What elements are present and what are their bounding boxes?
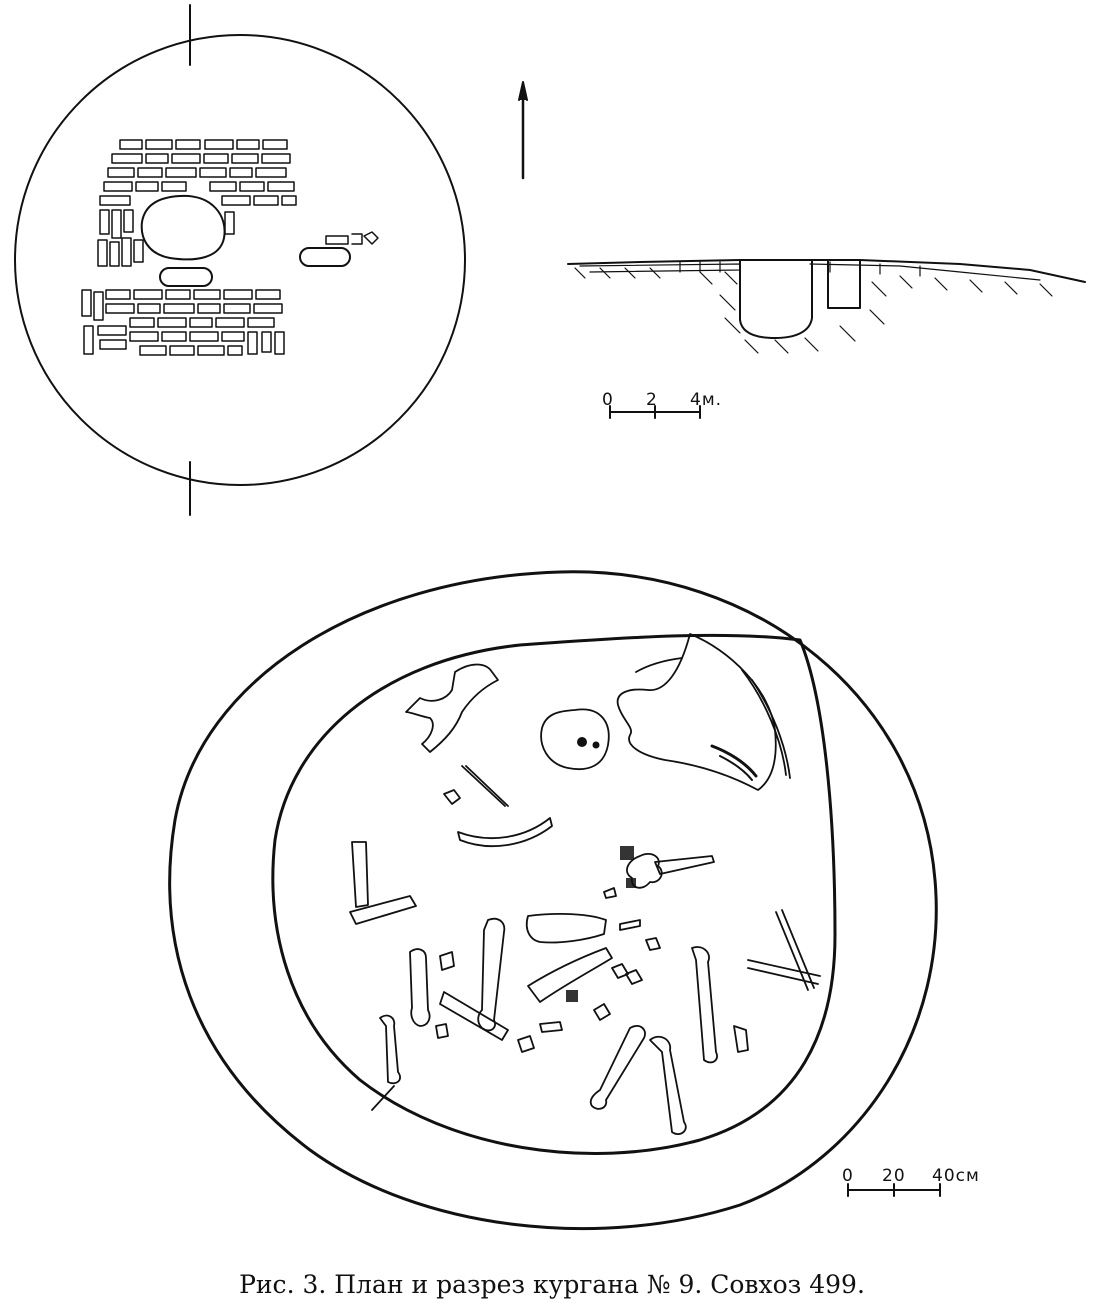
animal-skull <box>616 633 777 791</box>
rib-2 <box>465 765 509 807</box>
bone-lower-right <box>649 1035 687 1135</box>
fragment-small-1 <box>443 789 461 805</box>
section-scale-tick-4: 4м. <box>690 390 723 410</box>
bone-lower-diagonal <box>589 1025 646 1110</box>
fragment-small-3 <box>611 963 629 979</box>
pit-east <box>299 247 351 267</box>
skull <box>540 708 610 770</box>
fragment-small-12 <box>539 1021 563 1033</box>
burial-scale-tick-40: 40см <box>932 1166 980 1186</box>
skeletal-remains <box>349 633 821 1135</box>
bone-crossed-1 <box>775 911 809 991</box>
pelvis-fragment <box>405 663 499 753</box>
burial-pit-small <box>159 267 213 287</box>
fragment-small-5 <box>593 1003 611 1021</box>
burial-scale-tick-0: 0 <box>842 1166 854 1186</box>
bone-crossed-1b <box>781 909 815 989</box>
bone-center-right <box>654 855 715 875</box>
pit-inner-outline <box>271 633 837 1155</box>
femur-center <box>477 917 506 1032</box>
soil-hatching <box>574 267 1053 354</box>
bone-vertical-left <box>351 841 369 908</box>
burial-scale-tick-20: 20 <box>882 1166 906 1186</box>
kurgan-outline <box>14 34 466 486</box>
north-arrow-icon <box>518 81 528 180</box>
rib-1 <box>461 765 506 807</box>
vertebra-cluster <box>626 853 663 889</box>
kurgan-section <box>567 259 1086 354</box>
ochre-stains <box>566 846 636 1002</box>
pit-outer-outline <box>168 570 938 1231</box>
stone-fragments-east <box>325 231 379 245</box>
section-scale-tick-2: 2 <box>646 390 658 410</box>
bone-diagonal <box>439 991 509 1041</box>
stone-cover-lower <box>81 289 285 356</box>
bone-horizontal-left <box>349 895 417 925</box>
figure-caption: Рис. 3. План и разрез кургана № 9. Совхо… <box>239 1270 865 1299</box>
fragment-small-2 <box>645 937 661 951</box>
section-pit-main <box>739 259 813 339</box>
kurgan-plan <box>14 4 466 516</box>
fragment-small-11 <box>439 951 455 971</box>
fragment-small-10 <box>603 887 617 899</box>
bone-lower-left <box>379 1014 401 1085</box>
rib-curved <box>457 817 553 848</box>
burial-pit-main <box>140 194 226 261</box>
femur-right-center <box>527 947 613 1003</box>
section-scale-tick-0: 0 <box>602 390 614 410</box>
section-pit-small <box>827 259 861 309</box>
stone-cover-upper <box>97 139 297 267</box>
tibia-right <box>691 946 718 1064</box>
femur-left <box>409 948 431 1027</box>
fragment-small-6 <box>517 1035 535 1053</box>
burial-scale-bar <box>847 1183 941 1197</box>
bone-crossed-2b <box>747 967 819 985</box>
rib-lower-left <box>371 1085 395 1111</box>
fragment-small-9 <box>619 919 641 931</box>
bone-crossed-2 <box>747 959 821 977</box>
scapula-fragment <box>525 913 607 944</box>
fragment-small-8 <box>733 1025 749 1053</box>
burial-plan <box>168 570 938 1231</box>
fragment-small-7 <box>435 1023 449 1039</box>
fragment-small-4 <box>625 969 643 985</box>
section-scale-bar <box>609 405 701 419</box>
